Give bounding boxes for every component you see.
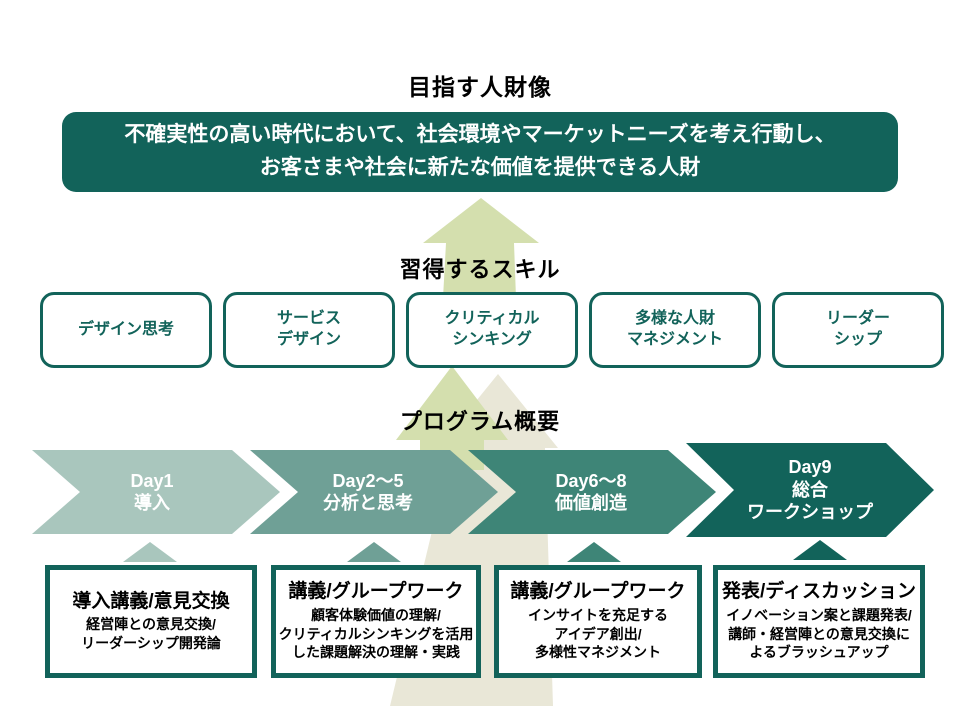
phase-text: Day1 導入 <box>130 470 174 514</box>
detail-title: 導入講義/意見交換 <box>72 590 230 612</box>
triangle-day6-8 <box>567 542 621 562</box>
green-up-arrow-top <box>423 198 539 298</box>
phase-text: Day2～5 分析と思考 <box>323 470 413 514</box>
skill-box-diverse-talent-management: 多様な人財 マネジメント <box>589 292 761 368</box>
triangle-day1 <box>123 542 177 562</box>
detail-box-day6-8: 講義/グループワーク インサイトを充足する アイデア創出/ 多様性マネジメント <box>494 565 702 678</box>
detail-body: 顧客体験価値の理解/ クリティカルシンキングを活用 した課題解決の理解・実践 <box>278 607 474 661</box>
phase-day1-label: Day1 導入 <box>52 448 252 536</box>
skill-box-design-thinking: デザイン思考 <box>40 292 212 368</box>
skill-box-service-design: サービス デザイン <box>223 292 395 368</box>
phase-day2-5-label: Day2～5 分析と思考 <box>268 448 468 536</box>
skill-label: デザイン思考 <box>77 320 174 338</box>
phase-day9-label: Day9 総合 ワークショップ <box>710 443 910 537</box>
detail-body: インサイトを充足する アイデア創出/ 多様性マネジメント <box>528 607 668 661</box>
detail-box-day9: 発表/ディスカッション イノベーション案と課題発表/ 講師・経営陣との意見交換に… <box>713 565 925 678</box>
skill-label: クリティカル シンキング <box>444 310 540 348</box>
green-up-arrow-middle <box>396 366 508 470</box>
skills-title: 習得するスキル <box>399 257 561 282</box>
skill-label: 多様な人財 マネジメント <box>626 310 723 348</box>
chevron-day1 <box>32 450 280 534</box>
target-talent-title: 目指す人財像 <box>408 74 552 100</box>
detail-title: 発表/ディスカッション <box>722 581 916 603</box>
detail-body: 経営陣との意見交換/ リーダーシップ開発論 <box>81 616 221 651</box>
skill-label: サービス デザイン <box>276 310 341 348</box>
detail-box-day2-5: 講義/グループワーク 顧客体験価値の理解/ クリティカルシンキングを活用 した課… <box>271 565 481 678</box>
detail-body: イノベーション案と課題発表/ 講師・経営陣との意見交換に よるブラッシュアップ <box>726 607 912 661</box>
phase-text: Day6～8 価値創造 <box>555 470 627 514</box>
phase-day6-8-label: Day6～8 価値創造 <box>491 448 691 536</box>
chevron-day6-8 <box>468 450 716 534</box>
triangle-day9 <box>793 540 847 560</box>
target-talent-banner: 不確実性の高い時代において、社会環境やマーケットニーズを考え行動し、 お客さまや… <box>62 112 898 192</box>
triangle-day2-5 <box>347 542 401 562</box>
chevron-day2-5 <box>250 450 498 534</box>
skill-box-leadership: リーダー シップ <box>772 292 944 368</box>
detail-box-day1: 導入講義/意見交換 経営陣との意見交換/ リーダーシップ開発論 <box>45 565 257 678</box>
detail-title: 講義/グループワーク <box>510 581 686 603</box>
phase-text: Day9 総合 ワークショップ <box>747 457 873 523</box>
program-title: プログラム概要 <box>399 409 561 434</box>
target-talent-banner-text: 不確実性の高い時代において、社会環境やマーケットニーズを考え行動し、 お客さまや… <box>124 123 836 179</box>
detail-title: 講義/グループワーク <box>288 581 464 603</box>
skill-box-critical-thinking: クリティカル シンキング <box>406 292 578 368</box>
chevron-day9 <box>686 443 934 537</box>
skill-label: リーダー シップ <box>825 310 890 348</box>
